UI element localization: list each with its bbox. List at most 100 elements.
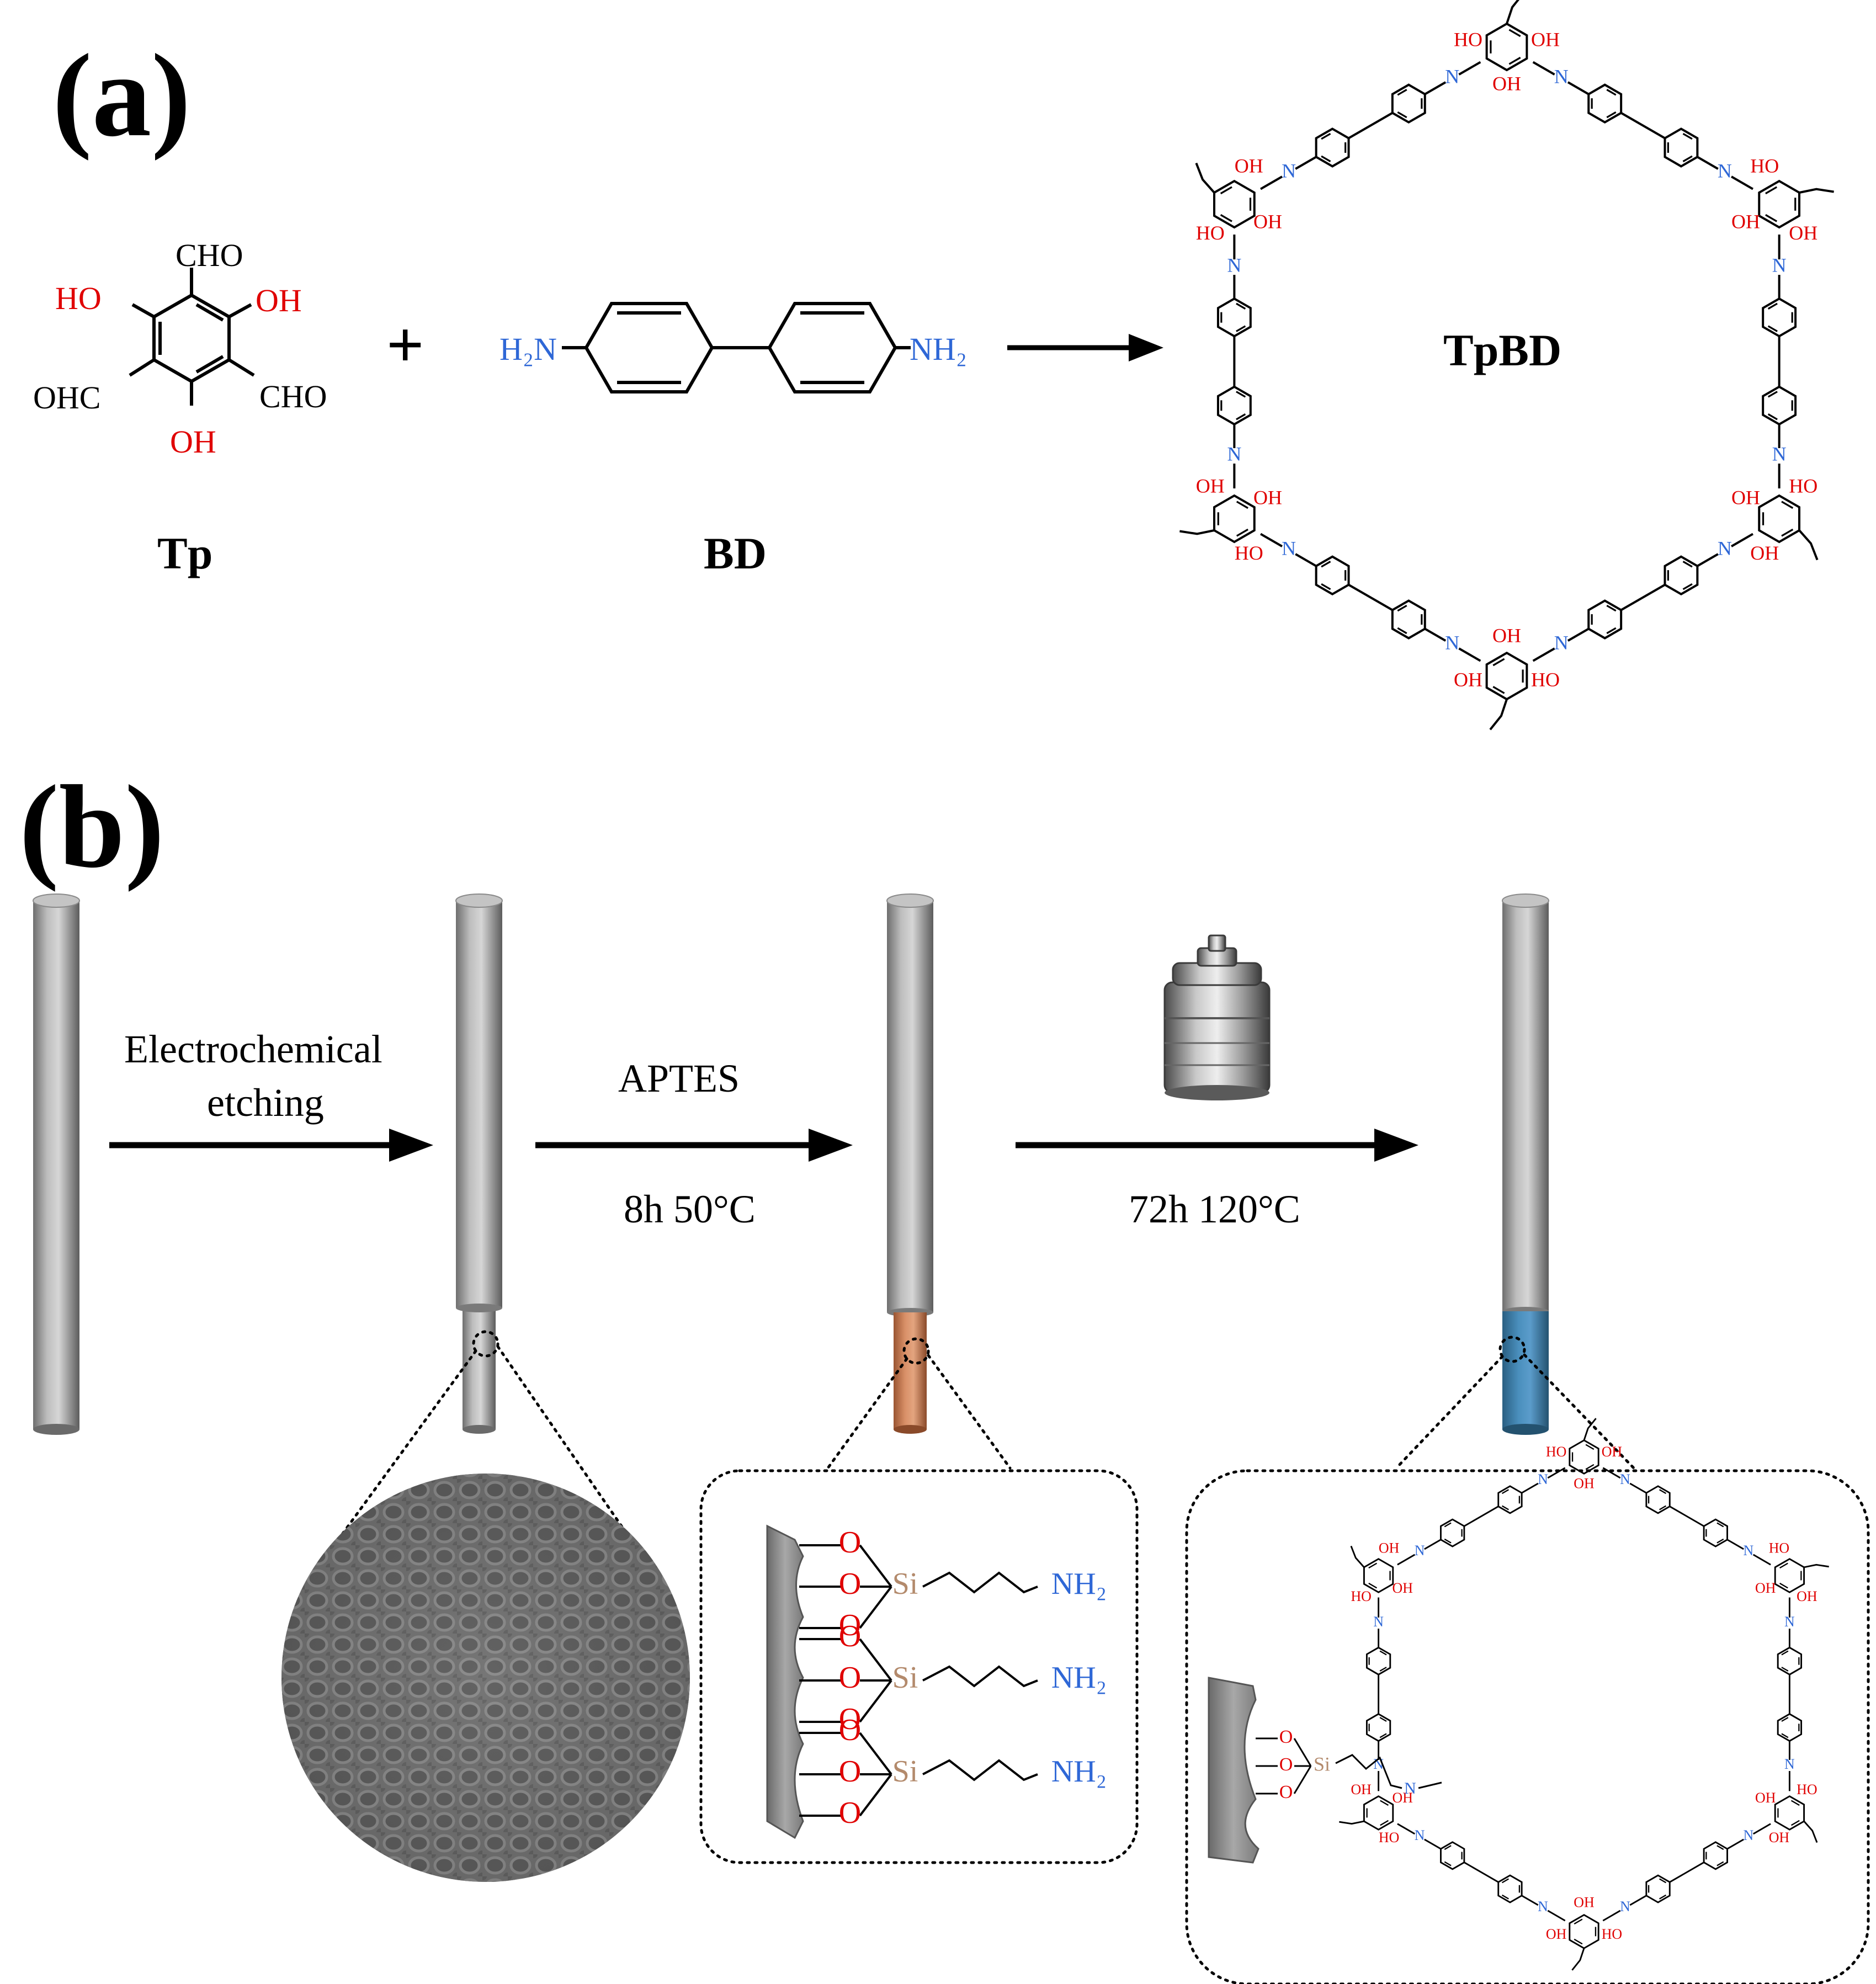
imine-n-label: N bbox=[1784, 1756, 1795, 1772]
phenyl-ring bbox=[1777, 1713, 1803, 1742]
phenyl-ring bbox=[1216, 297, 1252, 338]
ho-label: HO bbox=[1454, 28, 1482, 50]
vinyl-group bbox=[1350, 1545, 1365, 1568]
tp-name: Tp bbox=[157, 528, 212, 578]
imine-n-label: N bbox=[1227, 254, 1241, 276]
o-si-bond bbox=[859, 1638, 892, 1682]
vinyl-group bbox=[1799, 188, 1834, 194]
oh-label: OH bbox=[1393, 1580, 1413, 1596]
sem-image-porous-surface bbox=[281, 1474, 690, 1882]
phenyl-ring bbox=[1391, 83, 1426, 124]
imine-n-label: N bbox=[1445, 65, 1459, 87]
rod-aptes bbox=[886, 893, 934, 1434]
rod-etched bbox=[455, 893, 503, 1434]
imine-n-label: N bbox=[1554, 65, 1569, 87]
ho-label: HO bbox=[1531, 668, 1560, 690]
imine-n-label: N bbox=[1404, 1779, 1416, 1797]
autoclave-icon bbox=[1163, 934, 1271, 1100]
imine-n-label: N bbox=[1718, 159, 1732, 182]
oxygen-label: O bbox=[839, 1713, 861, 1747]
tpbd-name: TpBD bbox=[1443, 325, 1561, 375]
tp-core-ring bbox=[1485, 651, 1528, 701]
tp-oh-right: OH bbox=[256, 283, 302, 318]
silicon-label: Si bbox=[892, 1567, 918, 1601]
rod-bare bbox=[33, 893, 80, 1435]
propyl-chain bbox=[922, 1665, 1038, 1688]
o-si-bond bbox=[859, 1679, 892, 1723]
imine-n-label: N bbox=[1772, 443, 1787, 465]
step1-label-line2: etching bbox=[207, 1081, 324, 1125]
oh-label: OH bbox=[1797, 1588, 1817, 1604]
propyl-chain bbox=[922, 1571, 1038, 1594]
amine-label: NH₂ bbox=[1051, 1754, 1107, 1789]
o-si-bond bbox=[859, 1773, 892, 1817]
oh-label: OH bbox=[1351, 1781, 1371, 1797]
propyl-chain bbox=[1335, 1754, 1402, 1789]
panel-b-label: (b) bbox=[19, 760, 164, 892]
imine-n-label: N bbox=[1718, 537, 1732, 559]
o-si-bond bbox=[859, 1732, 892, 1775]
vinyl-group bbox=[1571, 1948, 1585, 1971]
phenyl-ring bbox=[1497, 1485, 1523, 1514]
tp-core-ring bbox=[1758, 179, 1801, 229]
imine-n-label: N bbox=[1744, 1542, 1754, 1559]
phenyl-ring bbox=[1645, 1485, 1671, 1514]
imine-n-label: N bbox=[1415, 1827, 1425, 1843]
imine-n-label: N bbox=[1445, 631, 1459, 653]
plus-sign: + bbox=[386, 308, 424, 381]
phenyl-ring bbox=[1587, 83, 1623, 124]
silicon-label: Si bbox=[1314, 1753, 1330, 1775]
phenyl-ring bbox=[1587, 599, 1623, 640]
imine-n-label: N bbox=[1415, 1542, 1425, 1559]
o-si-bond bbox=[1293, 1738, 1312, 1767]
zoom-callout-tpbd bbox=[1185, 1336, 1870, 1984]
phenyl-ring bbox=[1777, 1646, 1803, 1676]
tp-ring bbox=[152, 293, 231, 384]
phenyl-ring bbox=[1762, 385, 1797, 426]
oh-label: OH bbox=[1731, 210, 1760, 232]
bd-nh2-left: H₂N bbox=[499, 331, 557, 367]
ho-label: HO bbox=[1196, 222, 1225, 244]
tp-core-ring bbox=[1569, 1914, 1599, 1949]
oxygen-label: O bbox=[839, 1754, 861, 1789]
ho-label: HO bbox=[1769, 1540, 1789, 1556]
oxygen-label: O bbox=[839, 1619, 861, 1653]
linker-bond bbox=[1418, 1781, 1442, 1789]
oh-label: OH bbox=[1492, 72, 1521, 94]
phenyl-ring bbox=[1365, 1713, 1391, 1742]
oh-label: OH bbox=[1789, 222, 1817, 244]
tp-cho-right: CHO bbox=[259, 379, 327, 414]
tp-core-ring bbox=[1363, 1558, 1394, 1593]
phenyl-ring bbox=[1391, 599, 1426, 640]
oh-label: OH bbox=[1731, 486, 1760, 508]
oh-label: OH bbox=[1492, 624, 1521, 646]
silicon-label: Si bbox=[892, 1754, 918, 1789]
phenyl-ring bbox=[1440, 1841, 1465, 1870]
imine-n-label: N bbox=[1538, 1898, 1548, 1914]
imine-n-label: N bbox=[1373, 1614, 1384, 1630]
ho-label: HO bbox=[1351, 1588, 1371, 1604]
ho-label: HO bbox=[1797, 1781, 1817, 1797]
phenyl-ring bbox=[1365, 1646, 1391, 1676]
phenyl-ring bbox=[1315, 127, 1350, 168]
vinyl-group bbox=[1339, 1820, 1364, 1825]
vinyl-group bbox=[1803, 1821, 1818, 1843]
imine-n-label: N bbox=[1772, 254, 1787, 276]
imine-n-label: N bbox=[1744, 1827, 1754, 1843]
zoom-callout-aptes bbox=[699, 1337, 1139, 1864]
tp-ho-left: HO bbox=[55, 280, 102, 316]
oh-label: OH bbox=[1253, 486, 1282, 508]
phenyl-ring bbox=[1645, 1874, 1671, 1903]
propyl-chain bbox=[922, 1759, 1038, 1781]
phenyl-ring bbox=[1664, 127, 1699, 168]
oxygen-label: O bbox=[839, 1608, 861, 1642]
oxygen-label: O bbox=[839, 1661, 861, 1695]
o-si-bond bbox=[859, 1586, 892, 1629]
oh-label: OH bbox=[1253, 210, 1282, 232]
oxygen-label: O bbox=[839, 1525, 861, 1560]
oxygen-label: O bbox=[839, 1567, 861, 1601]
tp-core-ring bbox=[1569, 1439, 1599, 1475]
